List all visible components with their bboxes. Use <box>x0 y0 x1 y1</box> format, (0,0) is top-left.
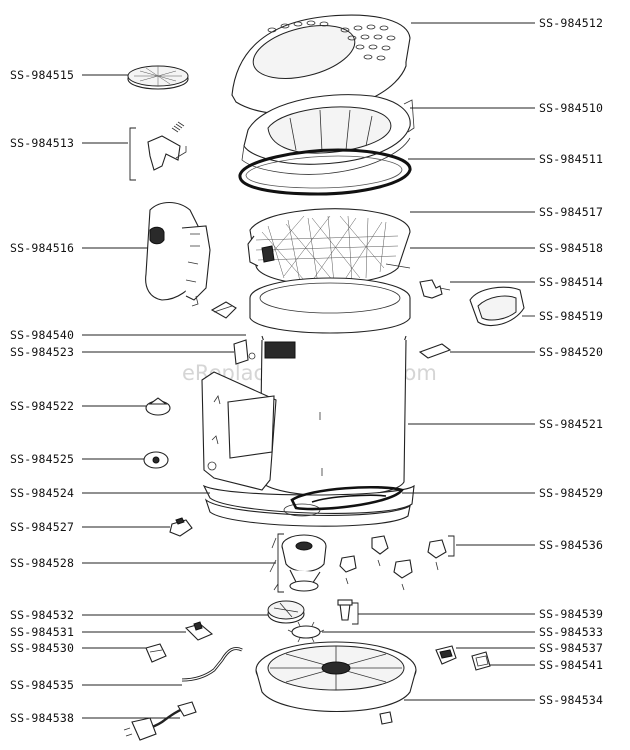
part-984527-lamp <box>169 517 193 537</box>
label-ss-984517: SS-984517 <box>539 205 603 219</box>
part-984537-connector <box>435 645 457 665</box>
label-ss-984533: SS-984533 <box>539 625 603 639</box>
part-984522-knob <box>145 397 171 416</box>
label-ss-984516: SS-984516 <box>10 241 74 255</box>
label-ss-984525: SS-984525 <box>10 452 74 466</box>
label-ss-984523: SS-984523 <box>10 345 74 359</box>
part-984540-release-bracket <box>210 301 237 319</box>
part-984525-thermostat <box>143 451 169 469</box>
label-ss-984522: SS-984522 <box>10 399 74 413</box>
label-ss-984518: SS-984518 <box>539 241 603 255</box>
part-984510-inner-lid <box>241 94 415 175</box>
label-ss-984529: SS-984529 <box>539 486 603 500</box>
part-984529-heating-element <box>290 485 405 511</box>
part-984520-grille <box>418 343 452 359</box>
part-984513-hinge <box>147 121 187 171</box>
label-ss-984521: SS-984521 <box>539 417 603 431</box>
label-ss-984527: SS-984527 <box>10 520 74 534</box>
label-ss-984534: SS-984534 <box>539 693 603 707</box>
part-984515-round-filter <box>127 65 189 90</box>
part-984536-fasteners <box>339 535 447 591</box>
label-ss-984510: SS-984510 <box>539 101 603 115</box>
label-ss-984520: SS-984520 <box>539 345 603 359</box>
part-984512-lid-cover <box>231 14 411 115</box>
part-labels: SS-984512 SS-984515 SS-984510 SS-984513 … <box>10 16 603 725</box>
label-ss-984528: SS-984528 <box>10 556 74 570</box>
label-ss-984511: SS-984511 <box>539 152 603 166</box>
label-ss-984524: SS-984524 <box>10 486 74 500</box>
part-984534-base <box>255 641 417 725</box>
part-984535-wire <box>181 646 243 682</box>
part-984511-gasket <box>238 148 412 196</box>
part-984524-skirt <box>202 484 415 527</box>
part-984518-latch <box>385 263 411 269</box>
label-ss-984515: SS-984515 <box>10 68 74 82</box>
part-984531-microswitch <box>184 621 214 641</box>
label-ss-984538: SS-984538 <box>10 711 74 725</box>
label-ss-984513: SS-984513 <box>10 136 74 150</box>
part-984516-handle <box>145 201 211 307</box>
label-ss-984540: SS-984540 <box>10 328 74 342</box>
label-ss-984541: SS-984541 <box>539 658 603 672</box>
part-984514-release <box>419 279 451 299</box>
label-ss-984537: SS-984537 <box>539 641 603 655</box>
part-984532-coupling <box>267 600 305 624</box>
part-984523-switch <box>233 339 256 365</box>
part-984528-motor <box>269 534 327 592</box>
label-ss-984531: SS-984531 <box>10 625 74 639</box>
label-ss-984539: SS-984539 <box>539 607 603 621</box>
label-ss-984532: SS-984532 <box>10 608 74 622</box>
leader-lines <box>82 22 535 719</box>
label-ss-984512: SS-984512 <box>539 16 603 30</box>
part-984539-screw <box>337 599 353 621</box>
part-984530-cord-clamp <box>145 643 167 663</box>
control-panel-plate <box>201 371 277 491</box>
label-ss-984514: SS-984514 <box>539 275 603 289</box>
part-984541-foot <box>471 651 491 671</box>
part-984519-window-cover <box>469 286 525 326</box>
label-ss-984519: SS-984519 <box>539 309 603 323</box>
part-984521-housing <box>249 277 411 497</box>
label-ss-984530: SS-984530 <box>10 641 74 655</box>
part-984538-power-cord <box>123 701 197 741</box>
label-ss-984536: SS-984536 <box>539 538 603 552</box>
label-ss-984535: SS-984535 <box>10 678 74 692</box>
part-984533-gear <box>287 621 325 643</box>
part-984517-basket <box>247 208 411 285</box>
